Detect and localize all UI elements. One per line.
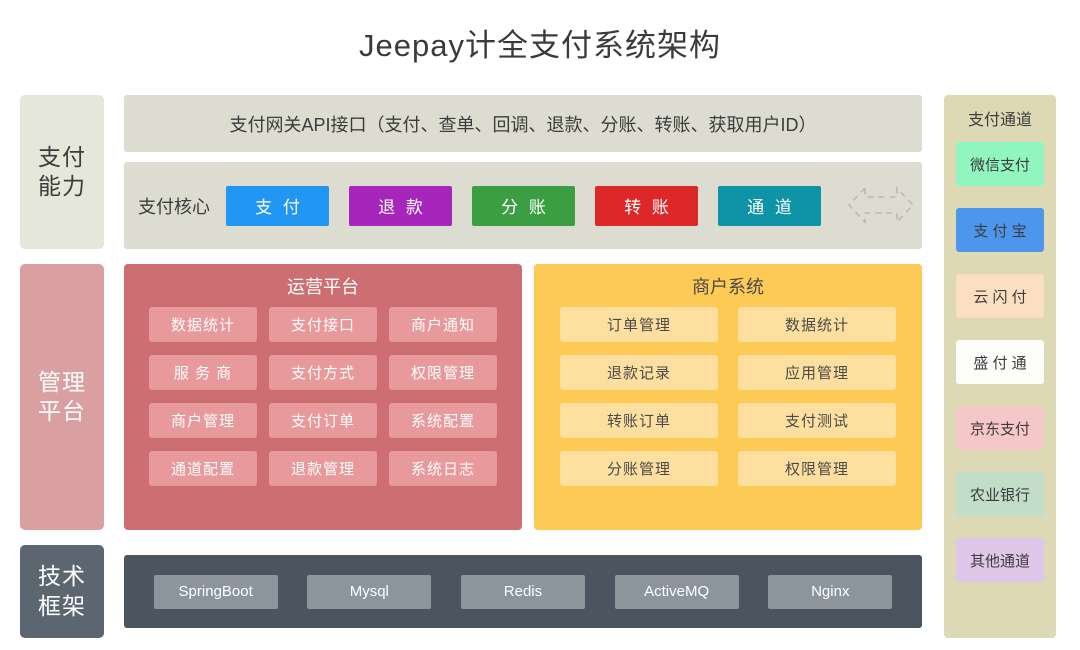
- payment-core-chip[interactable]: 分 账: [472, 185, 575, 226]
- payment-core-bar: 支付核心 支 付退 款分 账转 账通 道: [124, 162, 922, 249]
- payment-channel-item[interactable]: 其他通道: [956, 538, 1044, 582]
- operations-platform-item[interactable]: 服 务 商: [149, 355, 257, 390]
- operations-platform-item[interactable]: 支付订单: [269, 403, 377, 438]
- tech-framework-item[interactable]: Nginx: [768, 574, 893, 609]
- payment-gateway-api-bar: 支付网关API接口（支付、查单、回调、退款、分账、转账、获取用户ID）: [124, 95, 922, 152]
- payment-core-chip-list: 支 付退 款分 账转 账通 道: [226, 185, 821, 226]
- payment-core-chip[interactable]: 通 道: [718, 185, 821, 226]
- payment-channels-title: 支付通道: [967, 112, 1032, 129]
- merchant-system-item[interactable]: 退款记录: [560, 355, 718, 390]
- payment-channel-item[interactable]: 农业银行: [956, 472, 1044, 516]
- section-label-text: 管理平台: [38, 368, 86, 424]
- merchant-system-item[interactable]: 订单管理: [560, 307, 718, 342]
- operations-platform-title: 运营平台: [287, 277, 359, 297]
- operations-platform-item[interactable]: 商户管理: [149, 403, 257, 438]
- page-title: Jeepay计全支付系统架构: [359, 28, 721, 63]
- operations-platform-item[interactable]: 退款管理: [269, 451, 377, 486]
- payment-core-chip[interactable]: 转 账: [595, 185, 698, 226]
- merchant-system-item[interactable]: 数据统计: [738, 307, 896, 342]
- tech-framework-item[interactable]: ActiveMQ: [614, 574, 739, 609]
- bidirectional-arrow-icon: [847, 185, 915, 225]
- operations-platform-item[interactable]: 权限管理: [389, 355, 497, 390]
- operations-platform-item[interactable]: 数据统计: [149, 307, 257, 342]
- payment-core-label: 支付核心: [138, 196, 210, 217]
- payment-channel-item[interactable]: 微信支付: [956, 142, 1044, 186]
- section-label-management-platform: 管理平台: [20, 264, 104, 530]
- section-label-payment-capability: 支付能力: [20, 95, 104, 249]
- merchant-system-item[interactable]: 转账订单: [560, 403, 718, 438]
- operations-platform-grid: 数据统计支付接口商户通知服 务 商支付方式权限管理商户管理支付订单系统配置通道配…: [124, 307, 522, 486]
- payment-channel-item[interactable]: 支 付 宝: [956, 208, 1044, 252]
- section-label-tech-framework: 技术框架: [20, 545, 104, 638]
- merchant-system-grid: 订单管理数据统计退款记录应用管理转账订单支付测试分账管理权限管理: [534, 307, 922, 486]
- payment-gateway-api-text: 支付网关API接口（支付、查单、回调、退款、分账、转账、获取用户ID）: [229, 114, 817, 135]
- operations-platform-item[interactable]: 支付方式: [269, 355, 377, 390]
- tech-framework-item[interactable]: SpringBoot: [153, 574, 278, 609]
- merchant-system-title: 商户系统: [692, 277, 764, 297]
- tech-framework-bar: SpringBoot Mysql Redis ActiveMQ Nginx: [124, 555, 922, 628]
- tech-framework-item[interactable]: Mysql: [307, 574, 432, 609]
- merchant-system-item[interactable]: 权限管理: [738, 451, 896, 486]
- merchant-system-item[interactable]: 支付测试: [738, 403, 896, 438]
- section-label-text: 支付能力: [38, 143, 86, 199]
- tech-framework-item[interactable]: Redis: [460, 574, 585, 609]
- operations-platform-panel: 运营平台 数据统计支付接口商户通知服 务 商支付方式权限管理商户管理支付订单系统…: [124, 264, 522, 530]
- merchant-system-panel: 商户系统 订单管理数据统计退款记录应用管理转账订单支付测试分账管理权限管理: [534, 264, 922, 530]
- merchant-system-item[interactable]: 分账管理: [560, 451, 718, 486]
- operations-platform-item[interactable]: 商户通知: [389, 307, 497, 342]
- payment-core-chip[interactable]: 退 款: [349, 185, 452, 226]
- payment-channels-panel: 支付通道 微信支付支 付 宝云 闪 付盛 付 通京东支付农业银行其他通道: [944, 95, 1056, 638]
- operations-platform-item[interactable]: 系统日志: [389, 451, 497, 486]
- payment-channel-item[interactable]: 盛 付 通: [956, 340, 1044, 384]
- operations-platform-item[interactable]: 系统配置: [389, 403, 497, 438]
- operations-platform-item[interactable]: 支付接口: [269, 307, 377, 342]
- payment-channel-item[interactable]: 京东支付: [956, 406, 1044, 450]
- payment-core-chip[interactable]: 支 付: [226, 185, 329, 226]
- section-label-text: 技术框架: [38, 563, 86, 619]
- merchant-system-item[interactable]: 应用管理: [738, 355, 896, 390]
- operations-platform-item[interactable]: 通道配置: [149, 451, 257, 486]
- payment-channels-list: 微信支付支 付 宝云 闪 付盛 付 通京东支付农业银行其他通道: [944, 142, 1056, 582]
- payment-channel-item[interactable]: 云 闪 付: [956, 274, 1044, 318]
